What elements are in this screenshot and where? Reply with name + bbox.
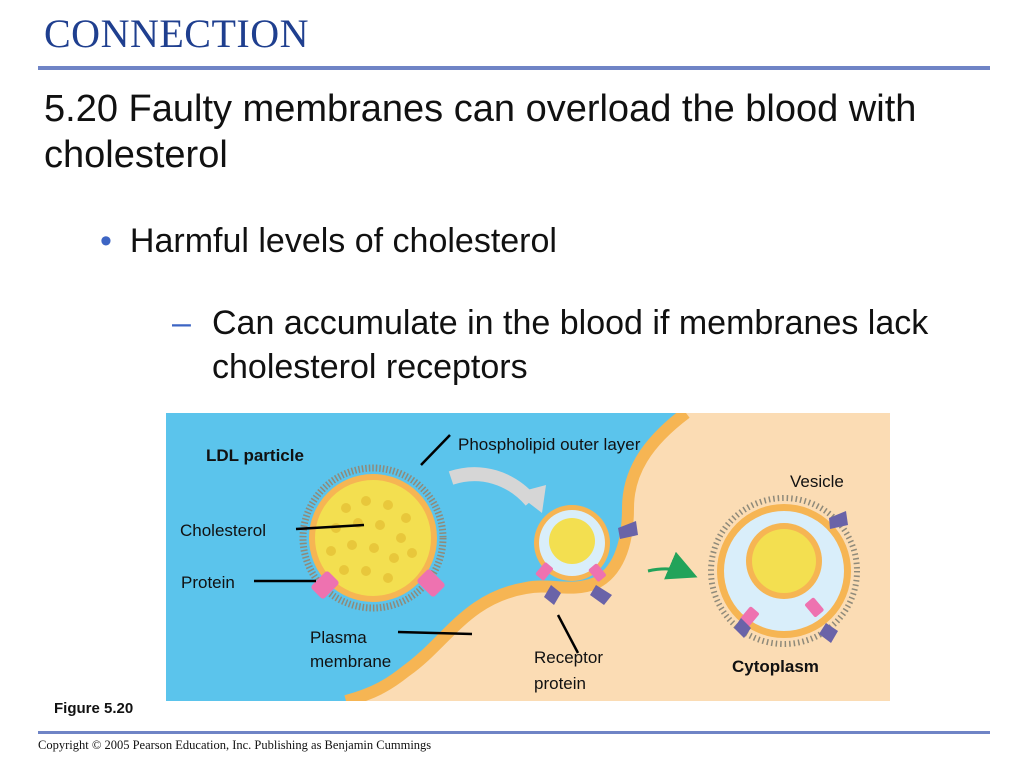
section-label: CONNECTION (44, 11, 309, 56)
plasma-membrane (344, 413, 690, 701)
copyright-text: Copyright © 2005 Pearson Education, Inc.… (38, 738, 432, 752)
label-receptor-2: protein (534, 674, 586, 693)
label-plasma-membrane-1: Plasma (310, 628, 367, 647)
ldl-protein-left (311, 571, 339, 599)
internalization-arrow (647, 551, 698, 580)
label-protein: Protein (181, 573, 235, 592)
coated-pit-particle (534, 505, 638, 605)
bullet-item: • Harmful levels of cholesterol (100, 222, 557, 261)
label-plasma-membrane-2: membrane (310, 652, 391, 671)
slide-title: 5.20 Faulty membranes can overload the b… (44, 88, 917, 176)
ldl-particle (299, 464, 447, 612)
label-cytoplasm: Cytoplasm (732, 657, 819, 676)
label-cholesterol: Cholesterol (180, 521, 266, 540)
label-receptor-1: Receptor (534, 648, 603, 667)
label-ldl-particle: LDL particle (206, 446, 304, 465)
bullet-text: Harmful levels of cholesterol (129, 222, 557, 260)
vesicle (708, 495, 860, 647)
ldl-protein-right (417, 569, 445, 597)
ldl-uptake-diagram: LDL particle Phospholipid outer layer Ve… (166, 413, 890, 701)
sub-bullet-marker: – (172, 304, 191, 342)
bullet-marker: • (100, 222, 112, 260)
sub-bullet-text: Can accumulate in the blood if membranes… (212, 304, 929, 386)
sub-bullet-item: – Can accumulate in the blood if membran… (172, 301, 992, 389)
label-vesicle: Vesicle (790, 472, 844, 491)
receptor-protein (544, 585, 561, 605)
figure-caption: Figure 5.20 (54, 700, 134, 717)
footer-divider (38, 731, 990, 734)
label-phospholipid: Phospholipid outer layer (458, 435, 641, 454)
header-divider (38, 66, 990, 70)
